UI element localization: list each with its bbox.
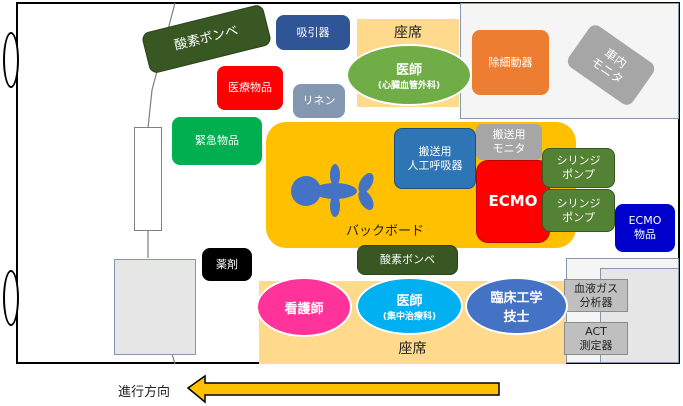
ecmo-device[interactable]: ECMO [476, 160, 550, 243]
defibrillator[interactable]: 除細動器 [472, 30, 549, 95]
clinical-engineer[interactable]: 臨床工学 技士 [465, 277, 568, 335]
ecmo-supplies[interactable]: ECMO 物品 [615, 204, 675, 252]
nurse[interactable]: 看護師 [256, 277, 352, 337]
direction-label: 進行方向 [118, 385, 171, 400]
cardio-doctor[interactable]: 医師 (心臓血管外科) [346, 44, 472, 106]
syringe-pump-2[interactable]: シリンジ ポンプ [542, 189, 615, 232]
icu-doctor[interactable]: 医師 (集中治療科) [356, 277, 463, 335]
direction-arrow-icon [186, 374, 500, 404]
clinical-engineer-title: 臨床工学 技士 [490, 291, 543, 325]
icu-doctor-sub: (集中治療科) [382, 312, 437, 322]
medical-supplies[interactable]: 医療物品 [217, 66, 283, 110]
wheel-front-top [3, 32, 19, 88]
seat-top-label: 座席 [394, 25, 422, 41]
blood-gas-analyzer[interactable]: 血液ガス 分析器 [564, 279, 628, 312]
transport-monitor[interactable]: 搬送用 モニタ [476, 124, 542, 160]
act-meter[interactable]: ACT 測定器 [564, 322, 628, 355]
wheel-front-bottom [3, 270, 19, 326]
seat-bottom-label: 座席 [398, 341, 427, 357]
linen[interactable]: リネン [293, 84, 345, 118]
syringe-pump-1[interactable]: シリンジ ポンプ [542, 148, 615, 188]
nurse-title: 看護師 [284, 301, 324, 317]
stretcher-rail [134, 127, 162, 231]
patient-figure-icon [291, 164, 374, 217]
cardio-doctor-sub: (心臓血管外科) [377, 81, 441, 91]
backboard-label: バックボード [346, 224, 425, 239]
suction-unit[interactable]: 吸引器 [276, 15, 350, 50]
emergency-supplies[interactable]: 緊急物品 [172, 117, 262, 165]
drugs[interactable]: 薬剤 [202, 248, 252, 281]
cabinet-inner [600, 268, 679, 363]
transport-ventilator[interactable]: 搬送用 人工呼吸器 [394, 128, 476, 189]
icu-doctor-title: 医師 [396, 294, 423, 309]
cardio-doctor-title: 医師 [395, 63, 422, 78]
oxygen-tank-bottom[interactable]: 酸素ボンベ [357, 245, 458, 275]
stretcher-base [114, 259, 196, 355]
